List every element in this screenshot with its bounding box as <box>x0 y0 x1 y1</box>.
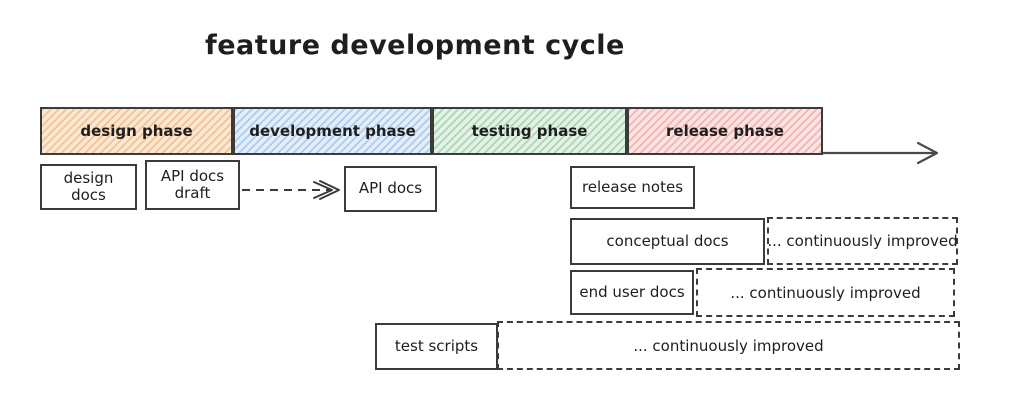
phase-testing: testing phase <box>432 107 627 155</box>
phase-design-label: design phase <box>80 122 193 140</box>
box-conceptual-docs-continued: ... continuously improved <box>767 217 958 265</box>
box-end-user-docs: end user docs <box>570 270 694 315</box>
box-conceptual-docs-label: conceptual docs <box>606 231 729 250</box>
box-conceptual-docs: conceptual docs <box>570 218 765 265</box>
box-test-scripts: test scripts <box>375 323 498 370</box>
phase-release: release phase <box>627 107 823 155</box>
box-api-docs-draft-label: API docs draft <box>160 166 225 202</box>
box-api-docs-label: API docs <box>358 179 423 198</box>
phase-release-label: release phase <box>666 122 784 140</box>
diagram-title: feature development cycle <box>205 30 625 61</box>
box-design-docs-label: design docs <box>63 168 114 204</box>
continuously-improved-label: ... continuously improved <box>767 232 958 250</box>
box-test-scripts-continued: ... continuously improved <box>497 321 960 370</box>
box-api-docs: API docs <box>344 166 437 212</box>
timeline-arrow-icon <box>823 141 939 165</box>
box-api-docs-draft: API docs draft <box>145 160 240 210</box>
phase-design: design phase <box>40 107 233 155</box>
phase-development: development phase <box>233 107 432 155</box>
box-release-notes: release notes <box>570 166 695 209</box>
box-end-user-docs-continued: ... continuously improved <box>696 268 955 317</box>
continuously-improved-label: ... continuously improved <box>730 283 921 302</box>
box-release-notes-label: release notes <box>581 177 684 196</box>
phase-testing-label: testing phase <box>471 122 588 140</box>
box-test-scripts-label: test scripts <box>394 336 479 355</box>
box-end-user-docs-label: end user docs <box>579 282 685 301</box>
dashed-arrow-icon <box>242 180 340 200</box>
box-design-docs: design docs <box>40 164 137 210</box>
continuously-improved-label: ... continuously improved <box>633 336 824 355</box>
phase-development-label: development phase <box>249 122 416 140</box>
